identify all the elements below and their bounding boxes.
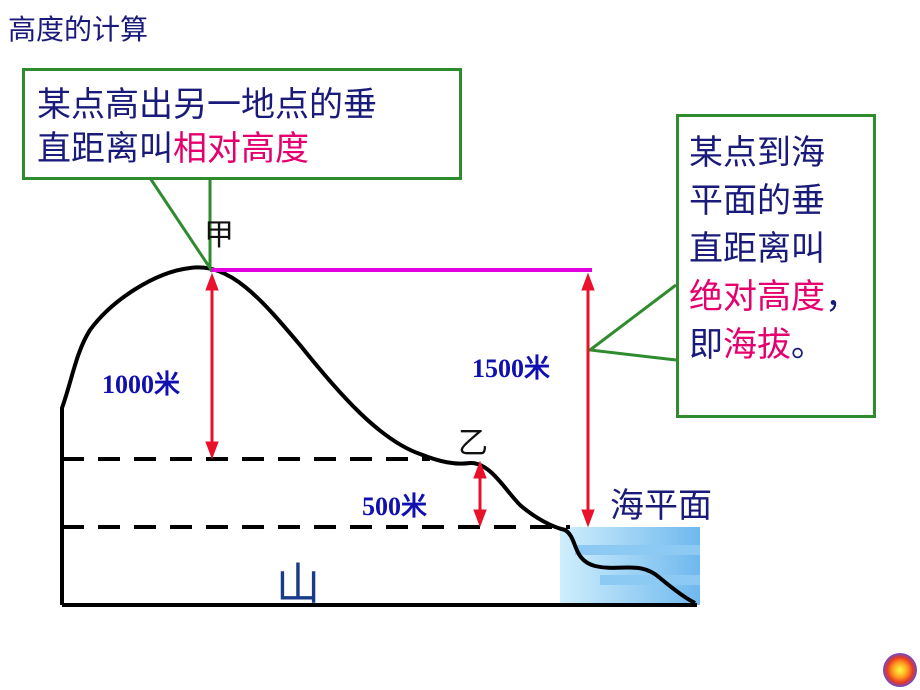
callout-right-line5-suffix: 。 bbox=[791, 325, 825, 365]
callout-left-line2-text: 直距离叫 bbox=[37, 129, 173, 169]
callout-right-pointer bbox=[586, 283, 677, 362]
measure-500-label: 500米 bbox=[362, 492, 428, 521]
mountain-label: 山 bbox=[276, 559, 320, 610]
decorative-orb-icon bbox=[883, 653, 917, 687]
altitude-term: 海拔 bbox=[723, 325, 791, 365]
measure-1500-label: 1500米 bbox=[472, 354, 551, 383]
callout-right-line3: 直距离叫 bbox=[689, 229, 825, 269]
page-title: 高度的计算 bbox=[8, 13, 149, 46]
measure-1000-label: 1000米 bbox=[102, 370, 181, 399]
point-yi-label: 乙 bbox=[458, 426, 488, 461]
point-jia-label: 甲 bbox=[204, 218, 234, 253]
callout-right-line4: 绝对高度， bbox=[689, 273, 873, 321]
callout-left-line2: 直距离叫相对高度 bbox=[37, 127, 459, 171]
relative-height-callout: 某点高出另一地点的垂 直距离叫相对高度 bbox=[22, 68, 462, 180]
absolute-height-term: 绝对高度 bbox=[689, 277, 825, 317]
sea-level-label: 海平面 bbox=[610, 486, 712, 526]
callout-right-line5: 即海拔。 bbox=[689, 321, 873, 369]
callout-right-line4-suffix: ， bbox=[825, 277, 859, 317]
callout-left-line1: 某点高出另一地点的垂 bbox=[37, 85, 377, 125]
arrow-1500 bbox=[581, 272, 595, 528]
sea-water bbox=[560, 527, 700, 605]
arrow-1000 bbox=[205, 272, 219, 460]
callout-right-line5-prefix: 即 bbox=[689, 325, 723, 365]
callout-right-line2: 平面的垂 bbox=[689, 181, 825, 221]
callout-right-line1: 某点到海 bbox=[689, 133, 825, 173]
relative-height-term: 相对高度 bbox=[173, 129, 309, 169]
arrow-500 bbox=[473, 460, 487, 528]
absolute-height-callout: 某点到海 平面的垂 直距离叫 绝对高度， 即海拔。 bbox=[676, 114, 876, 418]
callout-left-pointer bbox=[148, 177, 212, 273]
mountain-outline bbox=[60, 265, 696, 605]
